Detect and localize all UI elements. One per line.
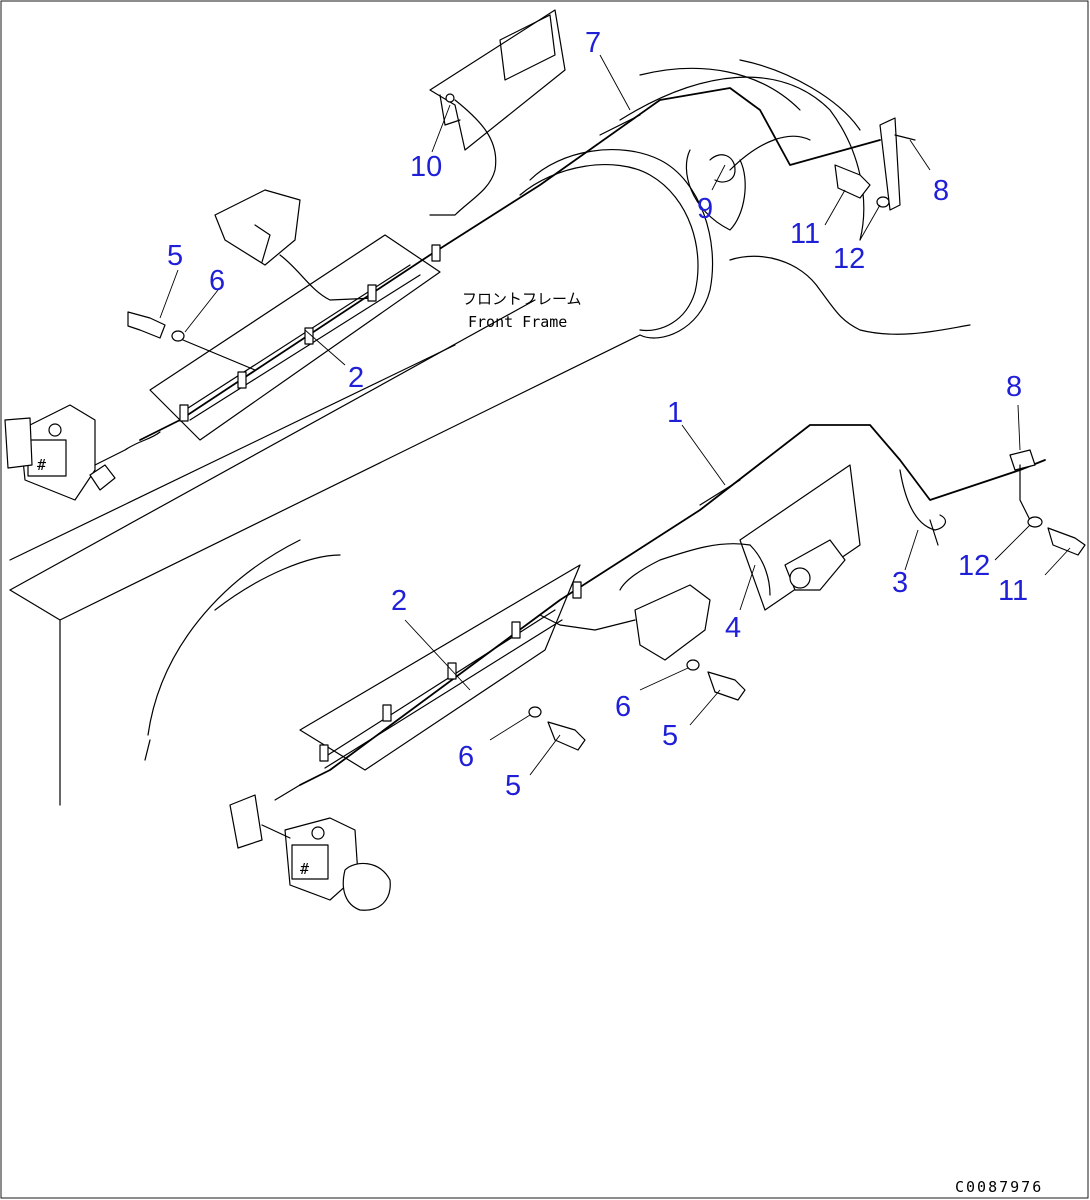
callout-4: 4 <box>725 612 741 644</box>
callout-6-bottom-left: 6 <box>458 741 474 773</box>
bottom-wiring-assembly: # <box>229 424 1086 911</box>
callout-1: 1 <box>667 397 683 429</box>
callout-5-bottom-right: 5 <box>662 720 678 752</box>
callout-3: 3 <box>892 567 908 599</box>
connector-symbol-top: # <box>37 456 46 474</box>
callout-labels: 7 10 9 8 11 12 5 6 2 1 8 12 11 3 4 2 6 5… <box>167 27 1028 802</box>
callout-2-bottom: 2 <box>391 585 407 617</box>
connector-symbol-bottom: # <box>300 860 309 878</box>
callout-8-top: 8 <box>933 175 949 207</box>
callout-5-bottom-left: 5 <box>505 770 521 802</box>
leader-lines <box>159 54 1071 776</box>
callout-7: 7 <box>585 27 601 59</box>
callout-5-top: 5 <box>167 240 183 272</box>
callout-6-bottom-right: 6 <box>615 691 631 723</box>
callout-10: 10 <box>410 151 442 183</box>
callout-6-top: 6 <box>209 265 225 297</box>
callout-9: 9 <box>697 193 713 225</box>
drawing-code: C0087976 <box>955 1178 1043 1196</box>
front-frame-outline <box>9 59 971 806</box>
callout-2-top: 2 <box>348 362 364 394</box>
callout-12-top: 12 <box>833 243 865 275</box>
frame-label-japanese: フロントフレーム <box>462 290 582 308</box>
callout-11-bottom: 11 <box>998 575 1028 607</box>
callout-12-bottom: 12 <box>958 550 990 582</box>
callout-11-top: 11 <box>790 218 820 250</box>
frame-label-english: Front Frame <box>468 313 567 331</box>
top-wiring-assembly: # <box>4 9 916 501</box>
callout-8-bottom: 8 <box>1006 371 1022 403</box>
